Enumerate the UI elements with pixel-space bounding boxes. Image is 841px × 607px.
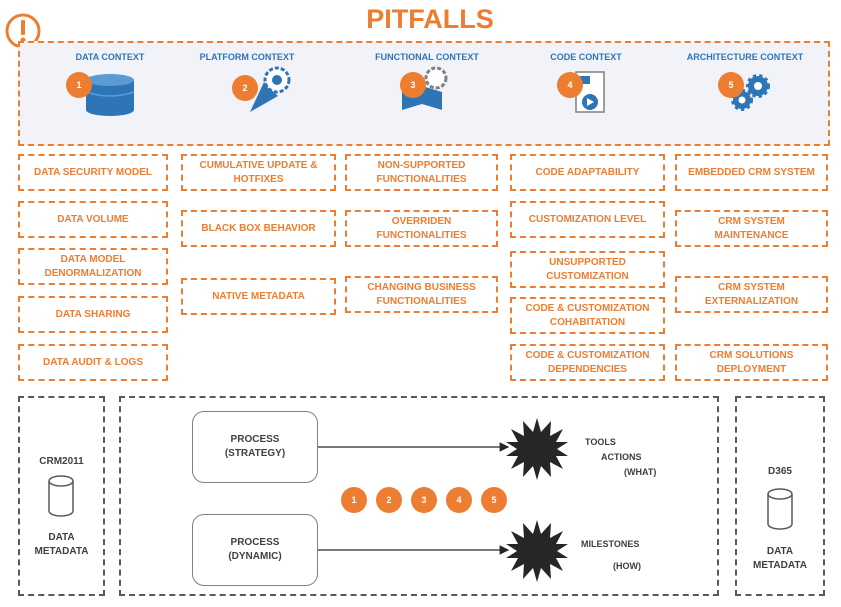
pitfall-crm-system-externalization: CRM SYSTEM EXTERNALIZATION [675,276,828,313]
target-database-icon [767,488,793,530]
target-data-caption: DATA [766,546,794,557]
database-icon [85,74,135,116]
pitfall-data-audit-logs: DATA AUDIT & LOGS [18,344,168,381]
process-dynamic-line2: (DYNAMIC) [228,551,282,562]
context-label-architecture: ARCHITECTURE CONTEXT [686,52,804,62]
how-label: (HOW) [613,561,641,571]
step-badge: 3 [411,487,437,513]
context-number-badge: 3 [400,72,426,98]
milestones-label: MILESTONES [581,539,640,549]
pitfall-customization-level: CUSTOMIZATION LEVEL [510,201,665,238]
process-arrows [318,442,510,555]
context-number-badge: 2 [232,75,258,101]
source-system-name: CRM2011 [39,456,84,467]
tools-starburst-icon [506,418,568,480]
pitfall-crm-solutions-deployment: CRM SOLUTIONS DEPLOYMENT [675,344,828,381]
pitfall-data-volume: DATA VOLUME [18,201,168,238]
step-badge: 4 [446,487,472,513]
process-strategy-box: PROCESS (STRATEGY) [192,411,318,483]
pitfall-cumulative-update: CUMULATIVE UPDATE & HOTFIXES [181,154,336,191]
pitfall-overriden-functionalities: OVERRIDEN FUNCTIONALITIES [345,210,498,247]
milestones-starburst-icon [506,520,568,582]
actions-label: ACTIONS [601,452,642,462]
pitfall-code-adaptability: CODE ADAPTABILITY [510,154,665,191]
pitfall-crm-system-maintenance: CRM SYSTEM MAINTENANCE [675,210,828,247]
pitfall-non-supported-functionalities: NON-SUPPORTED FUNCTIONALITIES [345,154,498,191]
target-system-name: D365 [768,466,792,477]
pitfall-embedded-crm-system: EMBEDDED CRM SYSTEM [675,154,828,191]
pitfall-data-model-denormalization: DATA MODEL DENORMALIZATION [18,248,168,285]
platform-gear-icon [250,66,291,112]
pitfall-data-security-model: DATA SECURITY MODEL [18,154,168,191]
process-dynamic-line1: PROCESS [230,537,280,548]
context-label-data: DATA CONTEXT [75,52,145,62]
pitfall-native-metadata: NATIVE METADATA [181,278,336,315]
source-database-icon [48,475,74,517]
pitfall-code-customization-dependencies: CODE & CUSTOMIZATION DEPENDENCIES [510,344,665,381]
source-system-panel [18,396,105,596]
process-panel [119,396,719,596]
step-badge: 2 [376,487,402,513]
context-label-functional: FUNCTIONAL CONTEXT [375,52,479,62]
pitfall-changing-business-functionalities: CHANGING BUSINESS FUNCTIONALITIES [345,276,498,313]
what-label: (WHAT) [624,467,657,477]
context-label-platform: PLATFORM CONTEXT [199,52,295,62]
source-data-caption: DATA [48,532,75,543]
process-strategy-line1: PROCESS [230,434,280,445]
pitfall-unsupported-customization: UNSUPPORTED CUSTOMIZATION [510,251,665,288]
page-title: PITFALLS [366,4,494,34]
target-metadata-caption: METADATA [753,560,807,571]
context-number-badge: 1 [66,72,92,98]
process-dynamic-box: PROCESS (DYNAMIC) [192,514,318,586]
context-number-badge: 5 [718,72,744,98]
target-system-panel [735,396,825,596]
functional-gear-icon [402,66,448,110]
pitfall-code-customization-cohabitation: CODE & CUSTOMIZATION COHABITATION [510,297,665,334]
source-metadata-caption: METADATA [34,546,89,557]
process-strategy-line2: (STRATEGY) [224,448,286,459]
context-number-badge: 4 [557,72,583,98]
tools-label: TOOLS [585,437,616,447]
context-label-code: CODE CONTEXT [550,52,622,62]
step-badge: 1 [341,487,367,513]
step-badge: 5 [481,487,507,513]
pitfall-data-sharing: DATA SHARING [18,296,168,333]
pitfall-black-box-behavior: BLACK BOX BEHAVIOR [181,210,336,247]
